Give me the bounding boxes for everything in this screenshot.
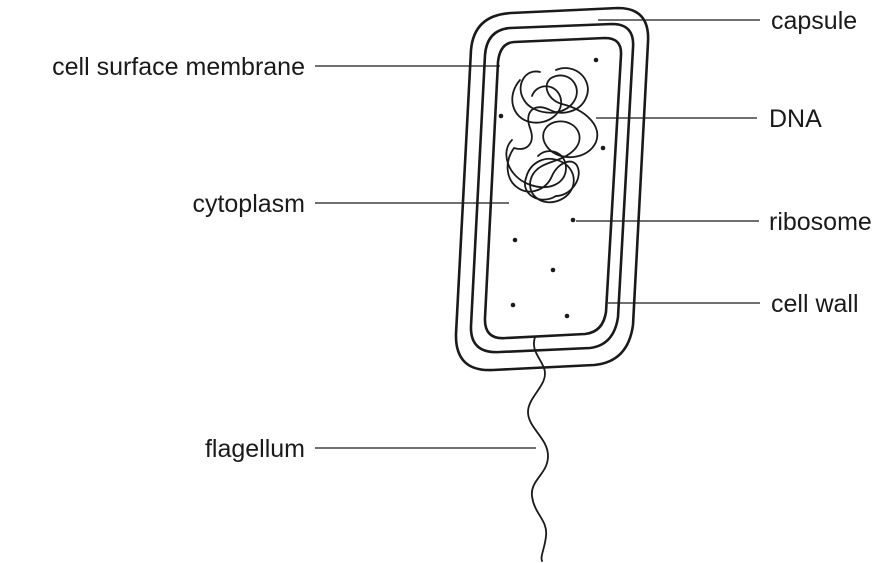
ribosome-dot [571,218,576,223]
dna-label: DNA [769,105,822,133]
cytoplasm-label: cytoplasm [192,190,305,218]
ribosome-dot [551,268,556,273]
cell-wall-label: cell wall [771,290,859,318]
ribosome-dot [594,58,599,63]
cell-surface-membrane-label: cell surface membrane [52,53,305,81]
ribosome-dot [601,146,606,151]
dna-strand [506,68,597,202]
ribosome-dot [513,238,518,243]
ribosome-dot [565,314,570,319]
flagellum-label: flagellum [205,435,305,463]
ribosome-dot [511,303,516,308]
cell-surface-membrane-outline [485,38,621,338]
flagellum-strand [528,337,548,561]
ribosome-dot [499,114,504,119]
ribosome-label: ribosome [769,208,872,236]
capsule-label: capsule [771,7,857,35]
